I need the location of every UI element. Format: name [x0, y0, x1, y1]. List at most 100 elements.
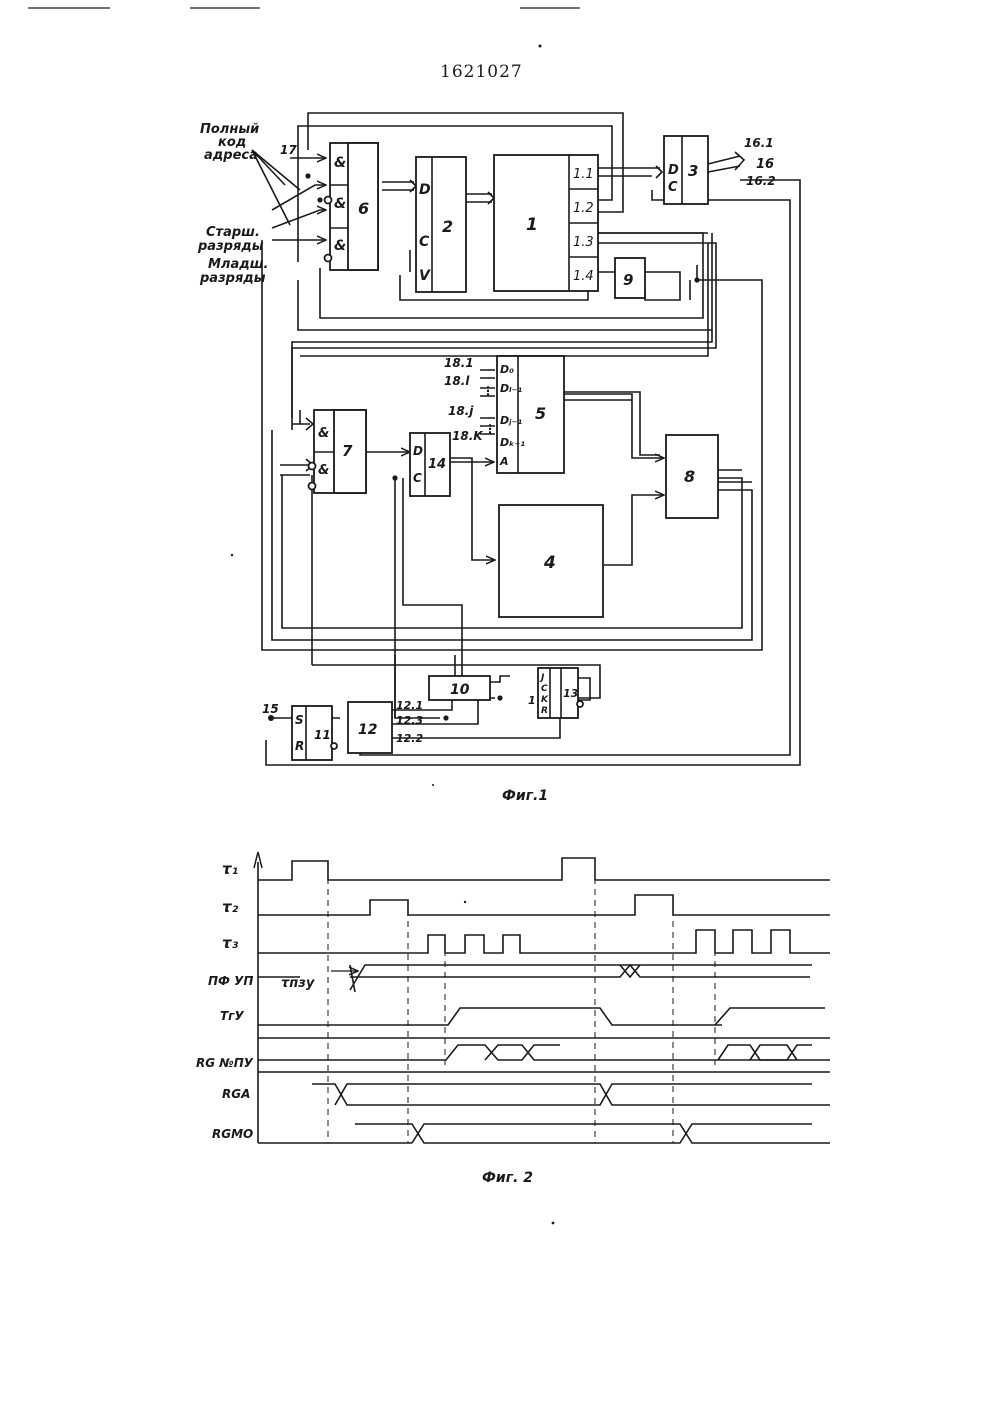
pin-k: K — [541, 695, 549, 705]
signal-label-rg-pu: RG №ПУ — [196, 1056, 254, 1070]
terminal-12-3: 12.3 — [396, 714, 423, 727]
terminal-12-2: 12.2 — [396, 732, 423, 745]
block-7-number: 7 — [342, 442, 353, 460]
trace-tau1 — [258, 858, 830, 880]
terminal-16-2: 16.2 — [746, 174, 776, 188]
trace-rgmo — [258, 1124, 830, 1143]
pin-c: C — [541, 684, 548, 694]
pin-d: D — [413, 444, 423, 458]
figure-1: & & & 6 D C V 2 1.1 1.2 1.3 1.4 1 — [197, 113, 800, 804]
block-13: J C K R 13 — [538, 668, 583, 718]
figure-2-caption: Фиг. 2 — [482, 1170, 533, 1186]
label-junior-bits: Младш. разряды — [199, 257, 268, 286]
block-14-number: 14 — [428, 457, 446, 472]
block-8-number: 8 — [684, 467, 695, 486]
pin-dl1: Dₗ₋₁ — [500, 382, 522, 395]
trace-rg-pu — [258, 1045, 830, 1072]
figure-2: τ₁ τ₂ τ₃ ПФ УП ТгУ RG №ПУ RGA RGМО τпзу — [196, 852, 830, 1186]
block-2-number: 2 — [442, 217, 453, 236]
trace-pf-up: τпзу — [258, 965, 812, 992]
pin-dj1: Dⱼ₋₁ — [500, 414, 522, 427]
block-5: D₀ Dₗ₋₁ Dⱼ₋₁ Dₖ₋₁ A 5 — [497, 356, 564, 473]
block-11-number: 11 — [314, 728, 331, 742]
and-label: & — [334, 238, 346, 254]
label-senior-bits: Старш. разряды — [197, 225, 264, 254]
pin-d: D — [419, 182, 431, 198]
and-label: & — [318, 463, 329, 478]
terminal-18-1: 18.1 — [444, 356, 474, 370]
label-full-address: Полный код адреса — [200, 122, 259, 163]
block-14: D C 14 — [410, 433, 450, 496]
output-1-4: 1.4 — [573, 269, 594, 284]
terminal-16: 16 — [756, 157, 774, 172]
pin-c: C — [668, 180, 678, 195]
and-label: & — [334, 196, 346, 212]
block-1-number: 1 — [526, 215, 538, 235]
and-label: & — [318, 426, 329, 441]
block-5-number: 5 — [535, 404, 546, 423]
terminal-17: 17 — [280, 143, 297, 157]
constant-one: 1 — [528, 694, 536, 707]
block-6-number: 6 — [358, 199, 369, 218]
block-9: 9 — [615, 258, 645, 298]
trace-tau3 — [258, 930, 830, 953]
block-10-number: 10 — [450, 682, 470, 698]
pin-d0: D₀ — [500, 363, 514, 376]
timing-guides — [328, 878, 715, 1143]
pin-c: C — [413, 471, 422, 485]
signal-labels: τ₁ τ₂ τ₃ ПФ УП ТгУ RG №ПУ RGA RGМО — [196, 860, 254, 1141]
block-4-number: 4 — [543, 553, 556, 573]
svg-text:адреса: адреса — [204, 148, 258, 163]
terminal-12-1: 12.1 — [396, 699, 423, 712]
terminal-16-1: 16.1 — [744, 136, 774, 150]
block-11: S R 11 — [292, 706, 337, 760]
svg-text:разряды: разряды — [197, 239, 264, 254]
signal-label-rga: RGA — [222, 1087, 250, 1101]
terminal-18-l: 18.l — [444, 374, 470, 388]
block-2: D C V 2 — [416, 157, 466, 292]
pin-v: V — [419, 268, 431, 284]
block-12-number: 12 — [358, 722, 377, 738]
and-label: & — [334, 155, 346, 171]
svg-text:Старш.: Старш. — [206, 225, 260, 240]
terminal-18-j: 18.j — [448, 404, 474, 418]
pin-dk1: Dₖ₋₁ — [500, 436, 525, 449]
pin-r: R — [295, 739, 304, 753]
block-1: 1.1 1.2 1.3 1.4 1 — [494, 155, 598, 291]
signal-label-trg: ТгУ — [220, 1009, 244, 1023]
output-1-3: 1.3 — [573, 235, 594, 250]
block-6: & & & 6 — [325, 143, 379, 270]
block-13-number: 13 — [563, 687, 579, 700]
pin-a: A — [499, 455, 509, 468]
tau-pzu-label: τпзу — [281, 976, 315, 991]
signal-label-rgmo: RGМО — [212, 1127, 253, 1141]
block-10: 10 — [429, 676, 490, 700]
svg-text:разряды: разряды — [199, 271, 266, 286]
signal-label-tau1: τ₁ — [222, 860, 238, 878]
ellipsis-dots: ⋮ — [484, 422, 496, 436]
signal-label-pf-up: ПФ УП — [208, 974, 253, 988]
pin-c: C — [419, 234, 430, 250]
figure-1-caption: Фиг.1 — [502, 788, 548, 804]
output-1-1: 1.1 — [573, 167, 594, 182]
terminal-18-k: 18.K — [452, 429, 484, 443]
trace-trg — [258, 1008, 830, 1038]
terminal-15: 15 — [262, 702, 279, 716]
block-7: & & 7 — [309, 410, 367, 493]
output-1-2: 1.2 — [573, 201, 594, 216]
block-12: 12 — [348, 702, 392, 753]
signal-label-tau2: τ₂ — [222, 898, 239, 916]
block-3-number: 3 — [688, 162, 698, 180]
pin-s: S — [295, 713, 304, 727]
trace-rga — [258, 1084, 830, 1105]
pin-r: R — [541, 706, 548, 716]
ellipsis-dots: ⋮ — [482, 384, 494, 398]
trace-tau2 — [258, 895, 830, 915]
block-3: D C 3 — [664, 136, 708, 204]
pin-d: D — [668, 163, 679, 178]
block-4: 4 — [499, 505, 603, 617]
block-8: 8 — [666, 435, 718, 518]
block-9-number: 9 — [623, 271, 633, 289]
svg-text:Младш.: Младш. — [208, 257, 268, 272]
